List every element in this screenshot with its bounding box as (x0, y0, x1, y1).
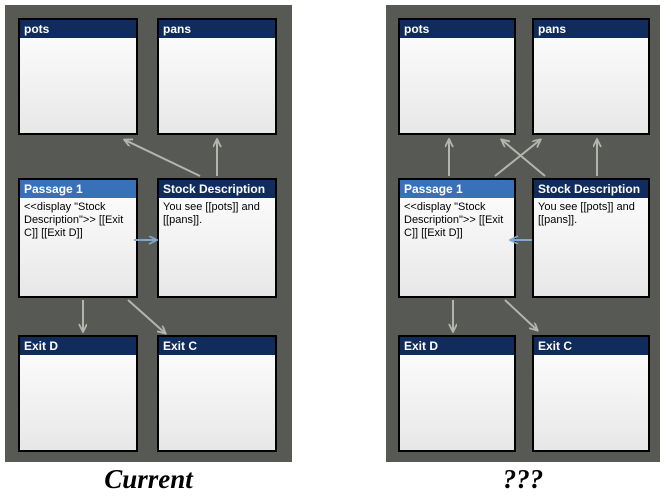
passage-box-exit-d-right[interactable]: Exit D (398, 335, 516, 452)
passage-title: Exit D (400, 337, 514, 355)
passage-box-stock-description-right[interactable]: Stock Description You see [[pots]] and [… (532, 178, 650, 298)
passage-box-pots-left[interactable]: pots (18, 18, 138, 135)
passage-title: pots (400, 20, 514, 38)
passage-body (400, 355, 514, 450)
caption-proposed: ??? (502, 464, 544, 494)
passage-body (20, 38, 136, 133)
passage-body: You see [[pots]] and [[pans]]. (534, 198, 648, 296)
passage-body (534, 355, 648, 450)
passage-title: pans (159, 20, 275, 38)
passage-body: <<display "Stock Description">> [[Exit C… (20, 198, 136, 296)
passage-body (534, 38, 648, 133)
passage-title: pots (20, 20, 136, 38)
passage-title: Exit C (534, 337, 648, 355)
passage-box-exit-c-right[interactable]: Exit C (532, 335, 650, 452)
passage-box-stock-description-left[interactable]: Stock Description You see [[pots]] and [… (157, 178, 277, 298)
passage-title: pans (534, 20, 648, 38)
passage-box-passage1-right[interactable]: Passage 1 <<display "Stock Description">… (398, 178, 516, 298)
passage-box-exit-d-left[interactable]: Exit D (18, 335, 138, 452)
passage-box-exit-c-left[interactable]: Exit C (157, 335, 277, 452)
passage-box-pans-right[interactable]: pans (532, 18, 650, 135)
passage-body (400, 38, 514, 133)
passage-box-passage1-left[interactable]: Passage 1 <<display "Stock Description">… (18, 178, 138, 298)
passage-title: Passage 1 (400, 180, 514, 198)
passage-body (159, 355, 275, 450)
passage-body (159, 38, 275, 133)
passage-title: Exit D (20, 337, 136, 355)
passage-box-pans-left[interactable]: pans (157, 18, 277, 135)
passage-title: Stock Description (159, 180, 275, 198)
passage-title: Exit C (159, 337, 275, 355)
panel-current: pots pans Passage 1 <<display "Stock Des… (5, 5, 292, 462)
passage-body (20, 355, 136, 450)
passage-box-pots-right[interactable]: pots (398, 18, 516, 135)
caption-current: Current (104, 464, 193, 494)
passage-body: <<display "Stock Description">> [[Exit C… (400, 198, 514, 296)
passage-body: You see [[pots]] and [[pans]]. (159, 198, 275, 296)
panel-proposed: pots pans Passage 1 <<display "Stock Des… (386, 5, 660, 462)
passage-title: Stock Description (534, 180, 648, 198)
passage-title: Passage 1 (20, 180, 136, 198)
